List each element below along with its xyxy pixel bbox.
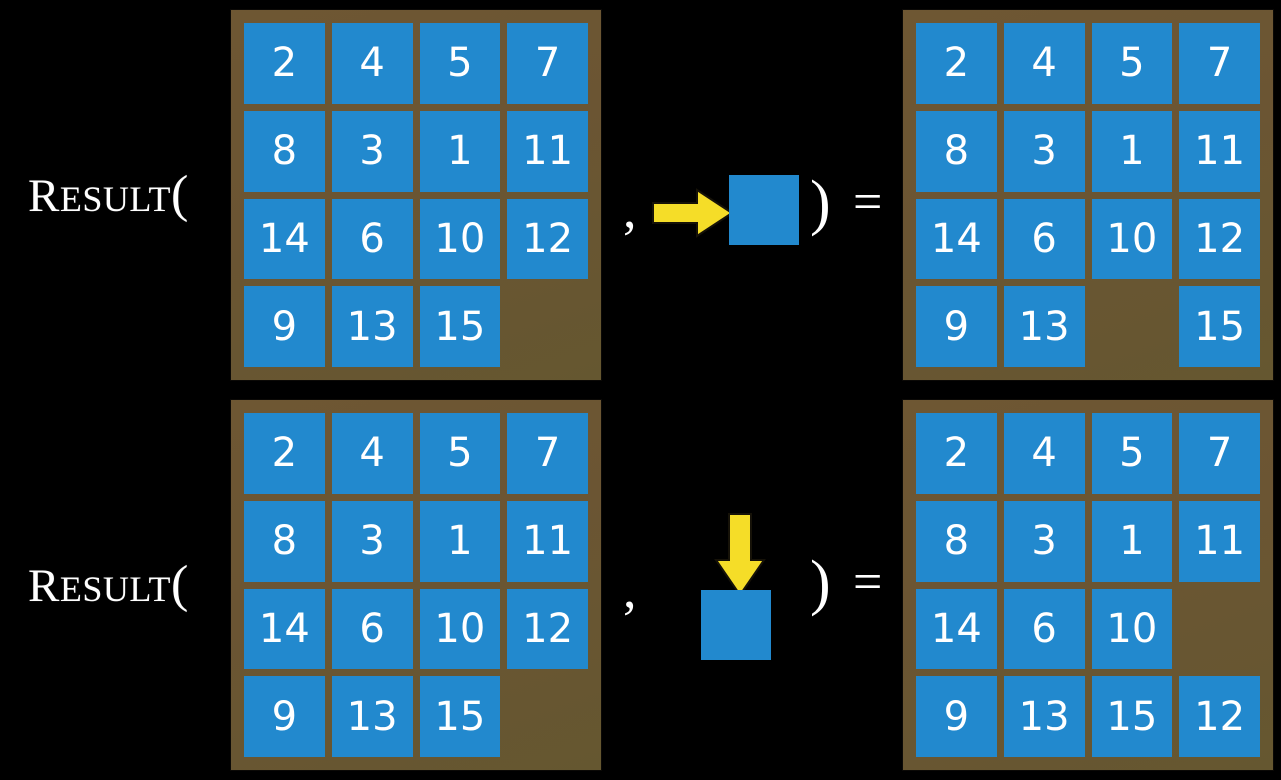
tile[interactable]: 11 xyxy=(1179,110,1260,192)
input-board-row-2[interactable]: 2 4 5 7 8 3 1 11 14 6 10 12 9 13 15 xyxy=(231,400,601,770)
tile[interactable]: 15 xyxy=(1091,676,1173,757)
tile[interactable]: 14 xyxy=(244,588,325,670)
empty-slot xyxy=(507,286,588,367)
tile[interactable]: 6 xyxy=(331,198,413,280)
comma-separator: , xyxy=(623,559,637,619)
tile[interactable]: 14 xyxy=(244,198,325,280)
tile[interactable]: 3 xyxy=(1003,500,1085,582)
arrow-right-icon xyxy=(652,188,734,238)
tile[interactable]: 3 xyxy=(331,110,413,192)
tile[interactable]: 12 xyxy=(1179,676,1260,757)
close-paren-row-1: ) xyxy=(810,169,831,237)
tile[interactable]: 10 xyxy=(1091,198,1173,280)
tile[interactable]: 9 xyxy=(916,676,997,757)
board-grid: 2 4 5 7 8 3 1 11 14 6 10 12 9 13 15 xyxy=(916,23,1260,367)
tile[interactable]: 14 xyxy=(916,588,997,670)
tile[interactable]: 5 xyxy=(419,23,501,104)
tile[interactable]: 11 xyxy=(507,500,588,582)
tile[interactable]: 4 xyxy=(1003,413,1085,494)
arrow-down-icon xyxy=(714,513,766,597)
result-function-label-row-1: RESULT( xyxy=(28,169,189,221)
tile[interactable]: 5 xyxy=(1091,23,1173,104)
tile[interactable]: 6 xyxy=(1003,198,1085,280)
tile[interactable]: 10 xyxy=(419,198,501,280)
equation-row-1: RESULT( 2 4 5 7 8 3 1 11 14 6 10 12 9 13… xyxy=(28,0,1273,390)
output-board-row-2[interactable]: 2 4 5 7 8 3 1 11 14 6 10 9 13 15 12 xyxy=(903,400,1273,770)
tile[interactable]: 8 xyxy=(916,110,997,192)
tile[interactable]: 4 xyxy=(331,413,413,494)
empty-slot xyxy=(1179,589,1260,670)
tile[interactable]: 15 xyxy=(419,286,501,367)
tile[interactable]: 6 xyxy=(331,588,413,670)
tile[interactable]: 7 xyxy=(1179,23,1260,104)
tile[interactable]: 12 xyxy=(507,198,588,280)
tile[interactable]: 2 xyxy=(916,23,997,104)
tile[interactable]: 13 xyxy=(1003,676,1085,757)
tile[interactable]: 5 xyxy=(419,413,501,494)
empty-slot xyxy=(1092,286,1173,367)
close-paren-row-2: ) xyxy=(810,549,831,617)
tile[interactable]: 8 xyxy=(244,500,325,582)
open-paren-row-2: ( xyxy=(171,556,189,613)
tile[interactable]: 7 xyxy=(1179,413,1260,494)
tile[interactable]: 9 xyxy=(244,286,325,367)
equation-row-2: RESULT( 2 4 5 7 8 3 1 11 14 6 10 12 9 13… xyxy=(0,390,1281,780)
moving-tile-row-1[interactable] xyxy=(729,175,799,245)
tile[interactable]: 2 xyxy=(244,23,325,104)
tile[interactable]: 13 xyxy=(1003,286,1085,367)
tile[interactable]: 7 xyxy=(507,413,588,494)
tile[interactable]: 5 xyxy=(1091,413,1173,494)
tile[interactable]: 3 xyxy=(1003,110,1085,192)
tile[interactable]: 11 xyxy=(507,110,588,192)
tile[interactable]: 8 xyxy=(916,500,997,582)
output-board-row-1[interactable]: 2 4 5 7 8 3 1 11 14 6 10 12 9 13 15 xyxy=(903,10,1273,380)
tile[interactable]: 1 xyxy=(419,500,501,582)
tile[interactable]: 7 xyxy=(507,23,588,104)
tile[interactable]: 11 xyxy=(1179,500,1260,582)
result-label-rest: ESULT xyxy=(59,179,172,219)
comma-separator: , xyxy=(623,179,637,239)
operator-group-row-1: , ) = xyxy=(605,0,905,390)
open-paren-row-1: ( xyxy=(171,166,189,223)
tile[interactable]: 10 xyxy=(419,588,501,670)
tile[interactable]: 14 xyxy=(916,198,997,280)
tile[interactable]: 4 xyxy=(1003,23,1085,104)
tile[interactable]: 13 xyxy=(331,676,413,757)
operator-group-row-2: , ) = xyxy=(605,390,905,780)
tile[interactable]: 15 xyxy=(419,676,501,757)
equals-sign-row-1: = xyxy=(853,174,883,231)
tile[interactable]: 15 xyxy=(1179,286,1260,367)
tile[interactable]: 1 xyxy=(419,110,501,192)
tile[interactable]: 1 xyxy=(1091,110,1173,192)
tile[interactable]: 1 xyxy=(1091,500,1173,582)
board-grid: 2 4 5 7 8 3 1 11 14 6 10 12 9 13 15 xyxy=(244,23,588,367)
board-grid: 2 4 5 7 8 3 1 11 14 6 10 9 13 15 12 xyxy=(916,413,1260,757)
result-label-rest: ESULT xyxy=(59,569,172,609)
tile[interactable]: 10 xyxy=(1091,588,1173,670)
tile[interactable]: 9 xyxy=(916,286,997,367)
tile[interactable]: 12 xyxy=(1179,198,1260,280)
board-grid: 2 4 5 7 8 3 1 11 14 6 10 12 9 13 15 xyxy=(244,413,588,757)
tile[interactable]: 2 xyxy=(244,413,325,494)
empty-slot xyxy=(507,676,588,757)
result-label-initial: R xyxy=(28,560,60,612)
tile[interactable]: 12 xyxy=(507,588,588,670)
tile[interactable]: 8 xyxy=(244,110,325,192)
tile[interactable]: 13 xyxy=(331,286,413,367)
tile[interactable]: 4 xyxy=(331,23,413,104)
result-function-label-row-2: RESULT( xyxy=(28,559,189,611)
tile[interactable]: 3 xyxy=(331,500,413,582)
input-board-row-1[interactable]: 2 4 5 7 8 3 1 11 14 6 10 12 9 13 15 xyxy=(231,10,601,380)
result-label-initial: R xyxy=(28,170,60,222)
tile[interactable]: 9 xyxy=(244,676,325,757)
tile[interactable]: 2 xyxy=(916,413,997,494)
moving-tile-row-2[interactable] xyxy=(701,590,771,660)
tile[interactable]: 6 xyxy=(1003,588,1085,670)
equals-sign-row-2: = xyxy=(853,554,883,611)
